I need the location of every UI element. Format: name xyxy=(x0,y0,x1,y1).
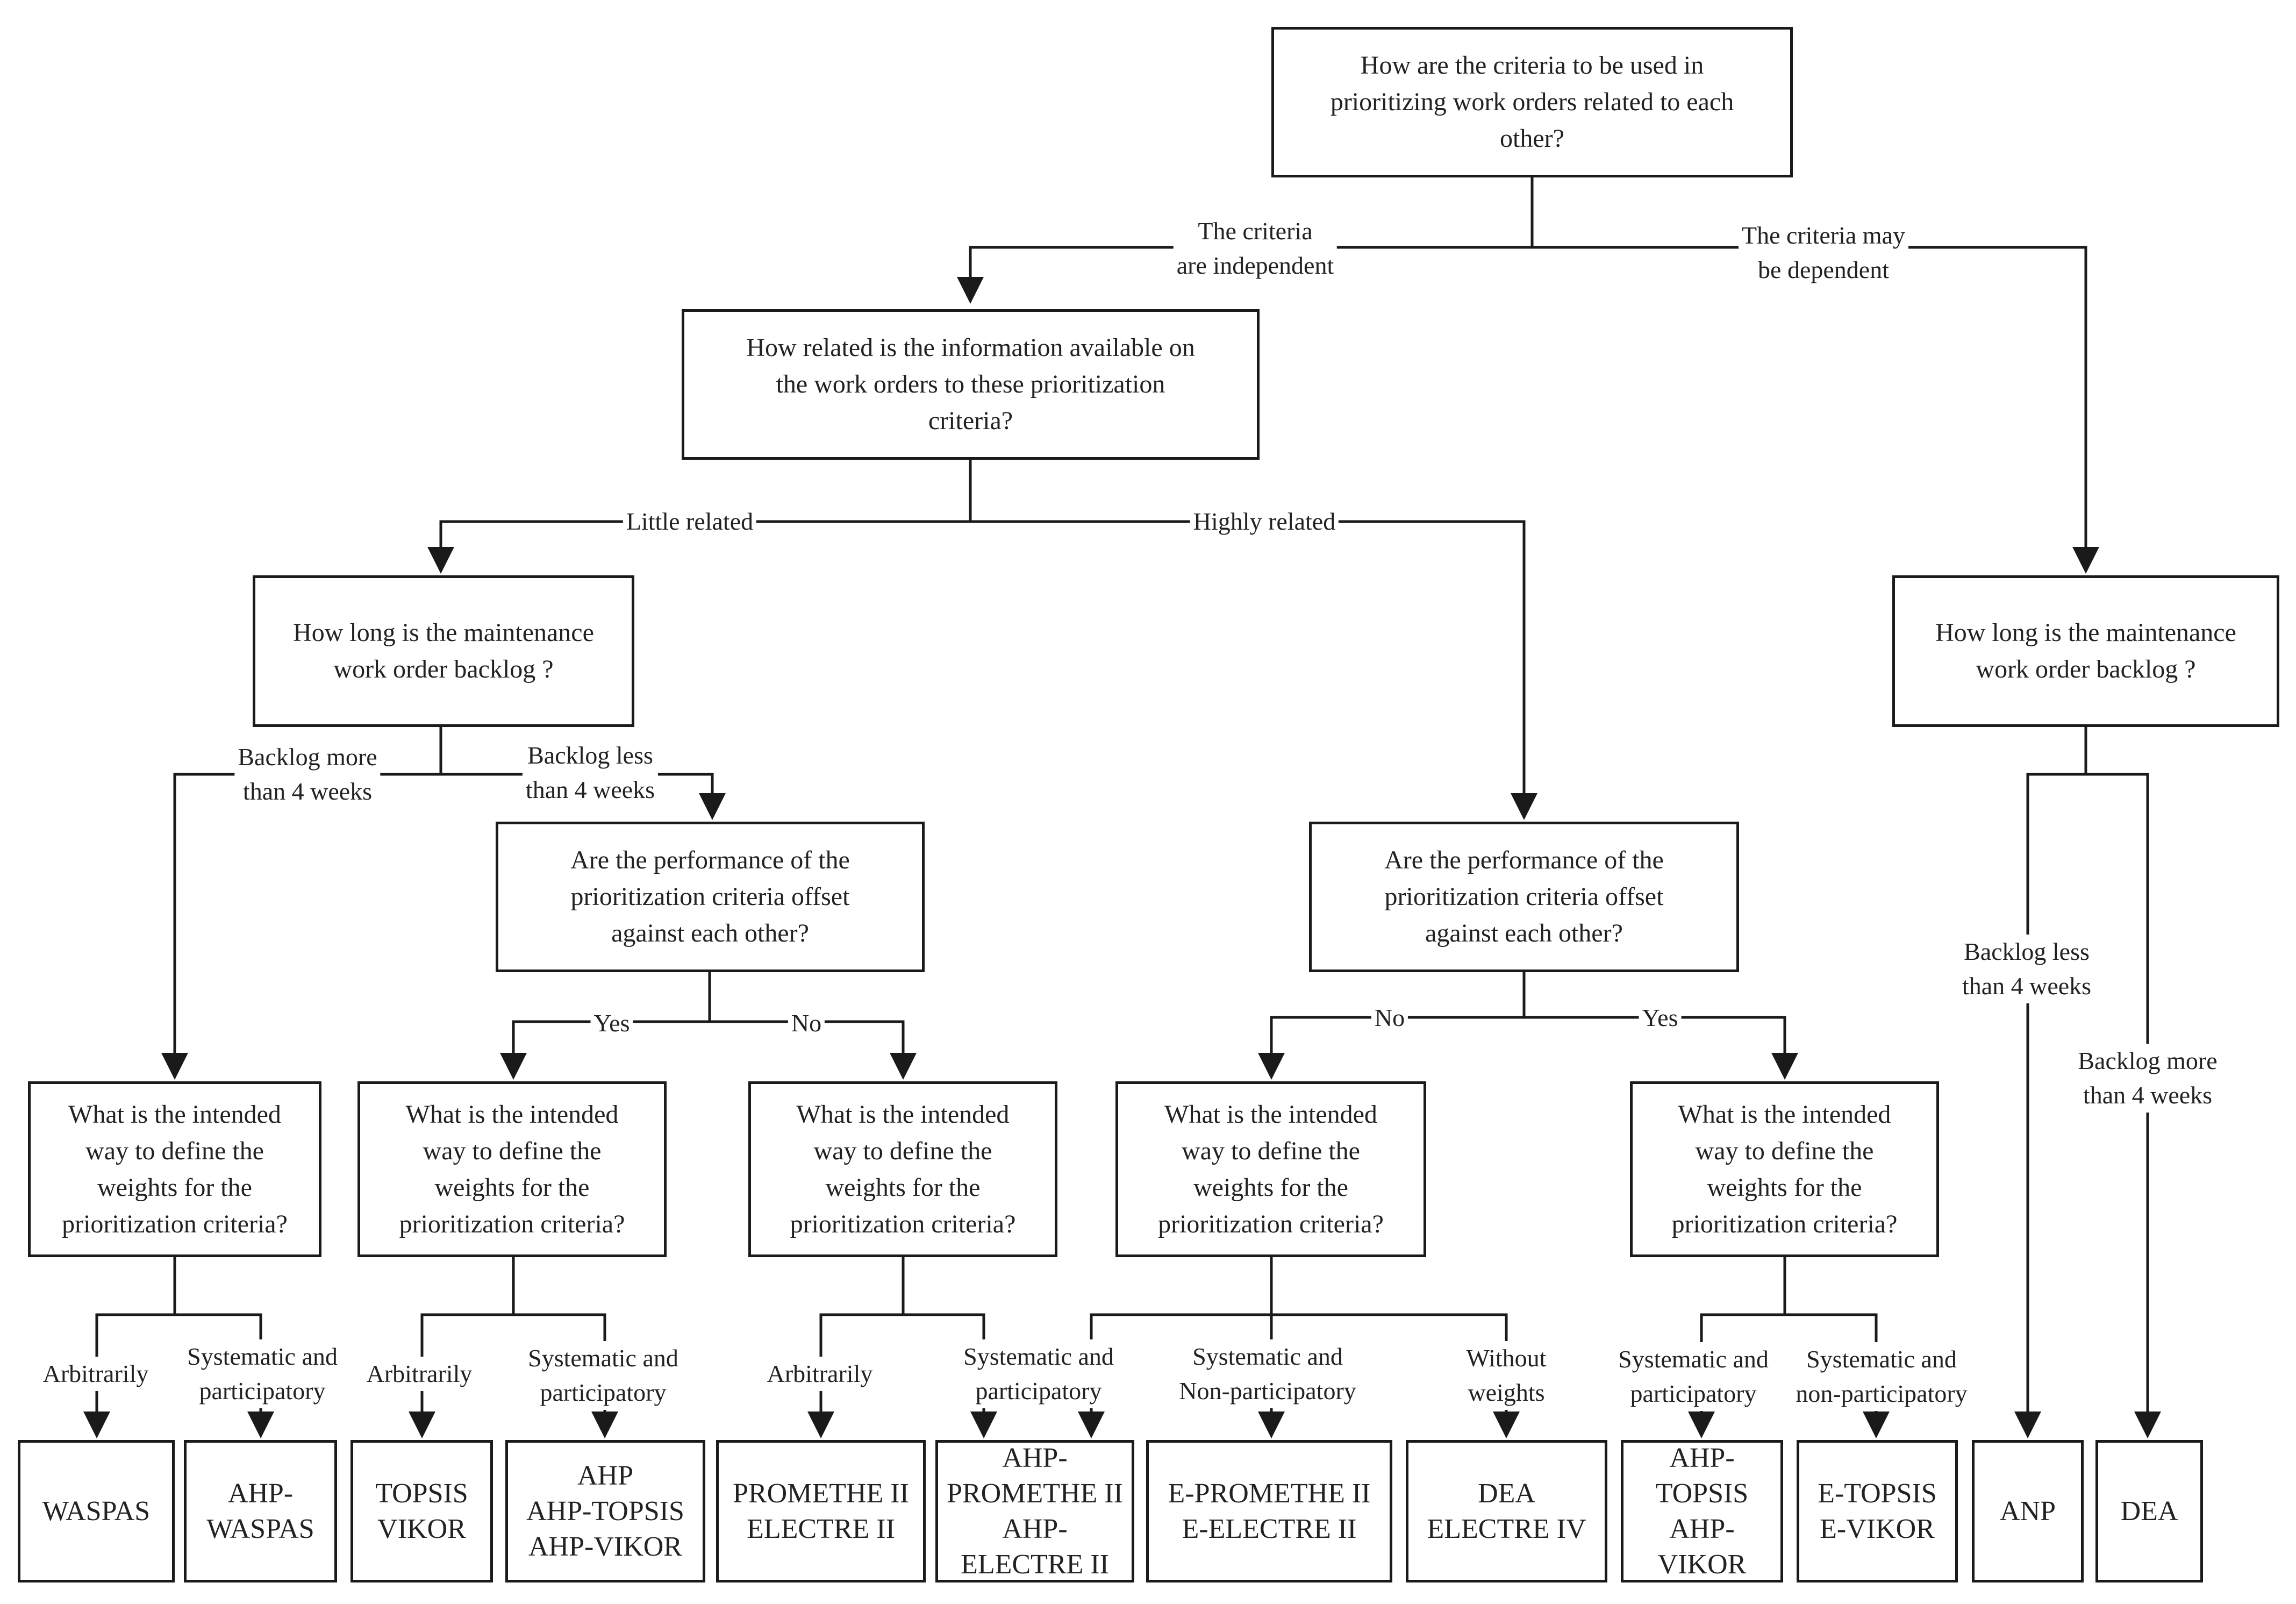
method-waspas: WASPAS xyxy=(18,1440,175,1582)
question-weights-4: What is the intended way to define the w… xyxy=(1115,1081,1426,1257)
edge-label-criteria-dependent: The criteria may be dependent xyxy=(1739,218,1908,287)
question-offset-mid: Are the performance of the prioritizatio… xyxy=(496,822,925,972)
edge-label-without-weights-4: Without weights xyxy=(1463,1341,1550,1410)
edge-label-yes-mid: Yes xyxy=(590,1006,633,1040)
method-e-topsis-vikor: E-TOPSIS E-VIKOR xyxy=(1797,1440,1958,1582)
method-waspas-text: WASPAS xyxy=(42,1495,151,1527)
question-weights-3-text: What is the intended way to define the w… xyxy=(790,1100,1016,1238)
edge-label-no-right: No xyxy=(1371,1001,1408,1035)
edge-weights-3-to-promethe-electre xyxy=(807,1313,903,1438)
method-ahp-promethe-electre: AHP- PROMETHE II AHP- ELECTRE II xyxy=(935,1440,1134,1582)
method-topsis-vikor: TOPSIS VIKOR xyxy=(351,1440,493,1582)
question-offset-right-text: Are the performance of the prioritizatio… xyxy=(1384,846,1664,947)
method-anp-text: ANP xyxy=(1999,1495,2056,1527)
edge-label-backlog-more-left: Backlog more than 4 weeks xyxy=(234,740,381,809)
edge-weights-1-to-waspas xyxy=(83,1313,175,1438)
question-weights-4-text: What is the intended way to define the w… xyxy=(1158,1100,1384,1238)
question-offset-right: Are the performance of the prioritizatio… xyxy=(1309,822,1739,972)
edge-weights-2-to-topsis-vikor xyxy=(409,1313,513,1438)
edge-label-systematic-participatory-3: Systematic and participatory xyxy=(960,1339,1117,1408)
method-ahp-topsis-vikor: AHP AHP-TOPSIS AHP-VIKOR xyxy=(505,1440,705,1582)
question-offset-mid-text: Are the performance of the prioritizatio… xyxy=(570,846,850,947)
edge-label-systematic-participatory-5: Systematic and participatory xyxy=(1615,1342,1772,1411)
edge-offset-mid-to-weights-2 xyxy=(500,1020,710,1080)
edge-info-to-offset-right xyxy=(970,520,1537,820)
method-dea: DEA xyxy=(2095,1440,2203,1582)
question-weights-2-text: What is the intended way to define the w… xyxy=(399,1100,625,1238)
question-information-relation-text: How related is the information available… xyxy=(746,333,1195,435)
method-dea-electre: DEA ELECTRE IV xyxy=(1406,1440,1607,1582)
edge-label-arbitrarily-2: Arbitrarily xyxy=(363,1357,476,1391)
edge-label-systematic-nonparticipatory-4: Systematic and Non-participatory xyxy=(1176,1339,1360,1408)
edge-label-no-mid: No xyxy=(788,1006,825,1040)
question-backlog-right: How long is the maintenance work order b… xyxy=(1892,575,2279,727)
edge-backlog-right-to-anp xyxy=(2014,773,2086,1438)
question-weights-2: What is the intended way to define the w… xyxy=(357,1081,667,1257)
method-e-promethe-electre-text: E-PROMETHE II E-ELECTRE II xyxy=(1168,1478,1371,1544)
question-weights-1-text: What is the intended way to define the w… xyxy=(62,1100,288,1238)
edge-offset-mid-to-weights-3 xyxy=(710,1020,917,1080)
method-ahp-promethe-electre-text: AHP- PROMETHE II AHP- ELECTRE II xyxy=(947,1442,1123,1580)
edge-offset-right-to-weights-4 xyxy=(1258,1016,1524,1080)
question-criteria-relation-text: How are the criteria to be used in prior… xyxy=(1330,51,1734,153)
edge-label-little-related: Little related xyxy=(623,504,757,539)
question-weights-5: What is the intended way to define the w… xyxy=(1630,1081,1939,1257)
edge-label-systematic-nonparticipatory-5: Systematic and non-participatory xyxy=(1792,1342,1971,1411)
edge-label-backlog-less-left: Backlog less than 4 weeks xyxy=(522,738,659,807)
question-backlog-left: How long is the maintenance work order b… xyxy=(253,575,634,727)
edge-root-to-info xyxy=(957,246,1532,304)
method-dea-text: DEA xyxy=(2120,1495,2178,1527)
method-ahp-waspas: AHP- WASPAS xyxy=(184,1440,337,1582)
edge-info-to-backlog-left xyxy=(427,520,970,574)
question-weights-1: What is the intended way to define the w… xyxy=(28,1081,321,1257)
edge-backlog-left-to-weights-1 xyxy=(161,773,441,1080)
question-backlog-right-text: How long is the maintenance work order b… xyxy=(1935,618,2236,683)
edge-label-systematic-participatory-1: Systematic and participatory xyxy=(184,1339,341,1408)
edge-label-backlog-more-right: Backlog more than 4 weeks xyxy=(2075,1044,2221,1113)
edge-label-systematic-participatory-2: Systematic and participatory xyxy=(525,1341,682,1410)
edge-label-backlog-less-right: Backlog less than 4 weeks xyxy=(1958,935,2095,1003)
method-topsis-vikor-text: TOPSIS VIKOR xyxy=(375,1478,468,1544)
method-ahp-topsis-ahp-vikor: AHP- TOPSIS AHP- VIKOR xyxy=(1621,1440,1783,1582)
edge-label-criteria-independent: The criteria are independent xyxy=(1173,214,1337,283)
question-weights-5-text: What is the intended way to define the w… xyxy=(1671,1100,1898,1238)
question-information-relation: How related is the information available… xyxy=(682,309,1260,460)
method-e-topsis-vikor-text: E-TOPSIS E-VIKOR xyxy=(1818,1478,1937,1544)
edge-root-to-backlog-right xyxy=(1532,246,2099,574)
edge-label-arbitrarily-1: Arbitrarily xyxy=(39,1357,152,1391)
question-criteria-relation: How are the criteria to be used in prior… xyxy=(1271,27,1793,177)
edge-label-highly-related: Highly related xyxy=(1190,504,1339,539)
method-anp: ANP xyxy=(1972,1440,2084,1582)
method-ahp-topsis-vikor-text: AHP AHP-TOPSIS AHP-VIKOR xyxy=(526,1460,684,1562)
method-ahp-topsis-ahp-vikor-text: AHP- TOPSIS AHP- VIKOR xyxy=(1655,1442,1749,1580)
question-weights-3: What is the intended way to define the w… xyxy=(748,1081,1057,1257)
question-backlog-left-text: How long is the maintenance work order b… xyxy=(293,618,594,683)
edge-label-arbitrarily-3: Arbitrarily xyxy=(763,1357,876,1391)
method-promethe-electre: PROMETHE II ELECTRE II xyxy=(716,1440,926,1582)
edge-backlog-right-to-dea xyxy=(2086,773,2161,1438)
method-dea-electre-text: DEA ELECTRE IV xyxy=(1427,1478,1586,1544)
method-ahp-waspas-text: AHP- WASPAS xyxy=(206,1478,314,1544)
edge-label-yes-right: Yes xyxy=(1639,1001,1682,1035)
edge-offset-right-to-weights-5 xyxy=(1524,1016,1798,1080)
method-e-promethe-electre: E-PROMETHE II E-ELECTRE II xyxy=(1146,1440,1392,1582)
method-promethe-electre-text: PROMETHE II ELECTRE II xyxy=(733,1478,909,1544)
